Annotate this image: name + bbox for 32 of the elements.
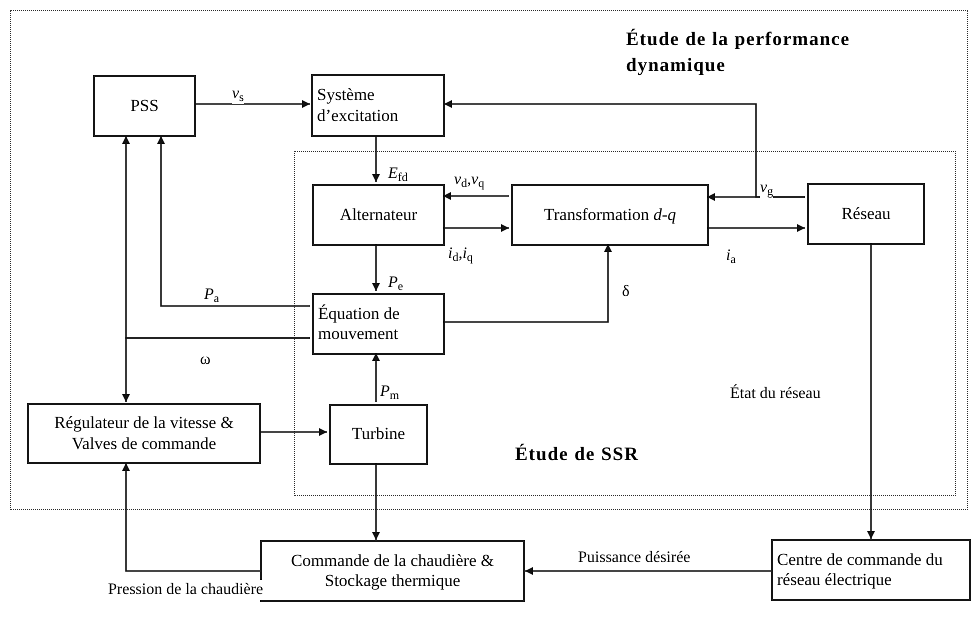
arrow xyxy=(372,463,380,540)
edge-label: Pression de la chaudière xyxy=(108,580,264,600)
arrow xyxy=(707,224,805,232)
arrow xyxy=(867,243,875,539)
process-box: Système d’excitation xyxy=(311,74,445,137)
arrow xyxy=(372,353,380,402)
arrow xyxy=(122,337,310,402)
process-box: Réseau xyxy=(807,183,925,245)
arrow xyxy=(443,224,509,232)
region-heading: Étude de SSR xyxy=(515,442,640,467)
arrow xyxy=(525,567,771,575)
process-box: PSS xyxy=(93,75,196,137)
arrow xyxy=(372,244,380,291)
edge-label: i$_{d}$,i$_{q}$ xyxy=(448,244,473,264)
arrow xyxy=(157,136,310,307)
region-heading: Étude de la performance dynamique xyxy=(626,28,852,78)
arrow xyxy=(195,100,310,108)
process-box: Régulateur de la vitesse & Valves de commande xyxy=(27,403,261,464)
arrow xyxy=(122,463,260,572)
arrow xyxy=(443,192,509,200)
edge-label: i$_{a}$ xyxy=(726,246,736,266)
dotted-region xyxy=(10,10,968,510)
process-box: Alternateur xyxy=(312,184,445,246)
process-box: Transformation d-q xyxy=(511,184,709,246)
arrow xyxy=(443,244,612,323)
process-box: Turbine xyxy=(329,404,428,465)
process-box: Équation de mouvement xyxy=(312,293,445,355)
process-box: Centre de commande du réseau électrique xyxy=(771,539,971,601)
dotted-region xyxy=(294,151,956,496)
arrow xyxy=(707,193,805,201)
arrow xyxy=(260,428,327,436)
arrow xyxy=(372,136,380,182)
